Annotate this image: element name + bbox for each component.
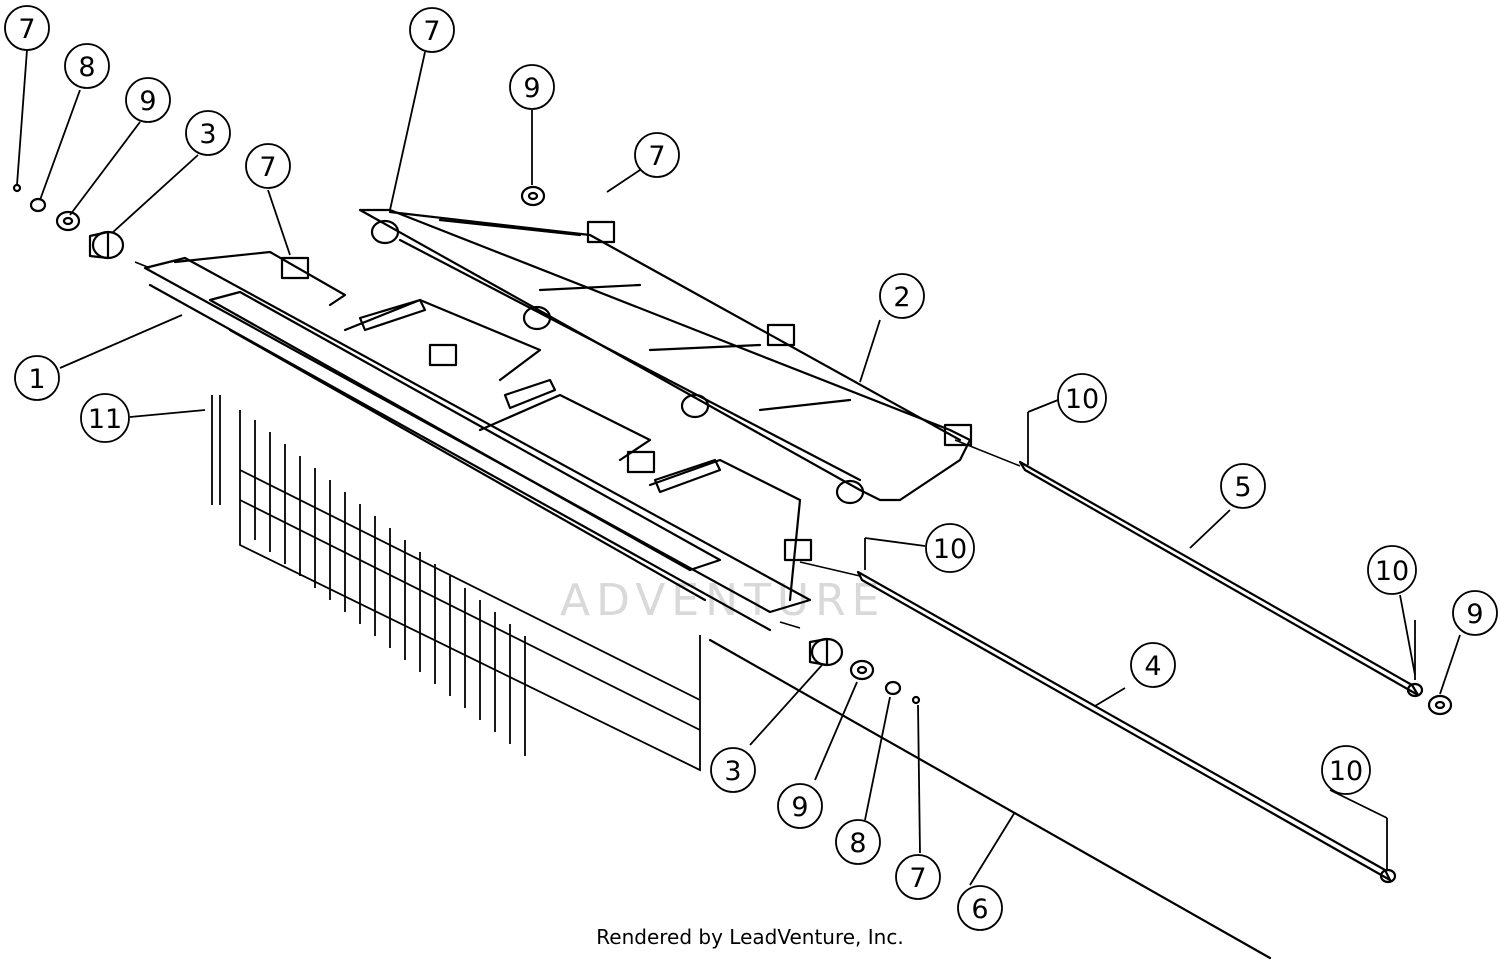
callout-8: 7 bbox=[634, 132, 680, 178]
callout-21: 7 bbox=[895, 854, 941, 900]
callout-19: 9 bbox=[777, 783, 823, 829]
bushings bbox=[280, 219, 973, 562]
callout-label: 1 bbox=[28, 364, 45, 395]
callout-5: 7 bbox=[245, 143, 291, 189]
callout-label: 9 bbox=[523, 73, 540, 104]
callout-14: 5 bbox=[1220, 463, 1266, 509]
callout-6: 7 bbox=[409, 7, 455, 53]
callout-label: 3 bbox=[199, 119, 216, 150]
callout-20: 8 bbox=[835, 819, 881, 865]
callout-label: 11 bbox=[88, 404, 122, 435]
callout-4: 3 bbox=[185, 110, 231, 156]
callout-23: 6 bbox=[957, 885, 1003, 931]
callout-label: 8 bbox=[78, 52, 95, 83]
callout-11: 11 bbox=[80, 393, 130, 443]
callout-12: 10 bbox=[1057, 373, 1107, 423]
callout-10: 1 bbox=[14, 355, 60, 401]
left-shaft-hardware bbox=[12, 183, 125, 260]
callout-label: 7 bbox=[423, 16, 440, 47]
upper-frame bbox=[358, 208, 972, 502]
callout-label: 9 bbox=[791, 792, 808, 823]
callout-3: 9 bbox=[125, 77, 171, 123]
callout-label: 2 bbox=[893, 282, 910, 313]
footer-credit: Rendered by LeadVenture, Inc. bbox=[596, 925, 904, 949]
callout-label: 10 bbox=[1065, 384, 1099, 415]
chain-mat bbox=[211, 395, 701, 772]
callout-label: 7 bbox=[909, 863, 926, 894]
callout-13: 10 bbox=[925, 523, 975, 573]
callout-label: 3 bbox=[724, 756, 741, 787]
callout-15: 10 bbox=[1367, 545, 1417, 595]
right-shaft-hardware bbox=[520, 185, 1453, 716]
callout-7: 9 bbox=[509, 64, 555, 110]
roller-tube-assembly bbox=[134, 250, 812, 632]
rods bbox=[708, 439, 1424, 960]
callout-17: 4 bbox=[1130, 642, 1176, 688]
callout-label: 4 bbox=[1144, 651, 1161, 682]
callout-label: 9 bbox=[1466, 599, 1483, 630]
callout-label: 10 bbox=[1375, 556, 1409, 587]
callout-16: 9 bbox=[1452, 590, 1498, 636]
leader-lines bbox=[16, 49, 1461, 886]
callout-label: 9 bbox=[139, 86, 156, 117]
callout-18: 3 bbox=[710, 747, 756, 793]
callout-label: 8 bbox=[849, 828, 866, 859]
callout-1: 7 bbox=[4, 5, 50, 51]
callout-22: 10 bbox=[1321, 745, 1371, 795]
callout-label: 7 bbox=[259, 152, 276, 183]
callout-label: 10 bbox=[933, 534, 967, 565]
callout-label: 7 bbox=[18, 14, 35, 45]
callout-9: 2 bbox=[879, 273, 925, 319]
callout-label: 10 bbox=[1329, 756, 1363, 787]
callout-label: 6 bbox=[971, 894, 988, 925]
watermark-text: ADVENTURE bbox=[560, 575, 885, 626]
callout-2: 8 bbox=[64, 43, 110, 89]
callout-label: 5 bbox=[1234, 472, 1251, 503]
callout-label: 7 bbox=[648, 141, 665, 172]
